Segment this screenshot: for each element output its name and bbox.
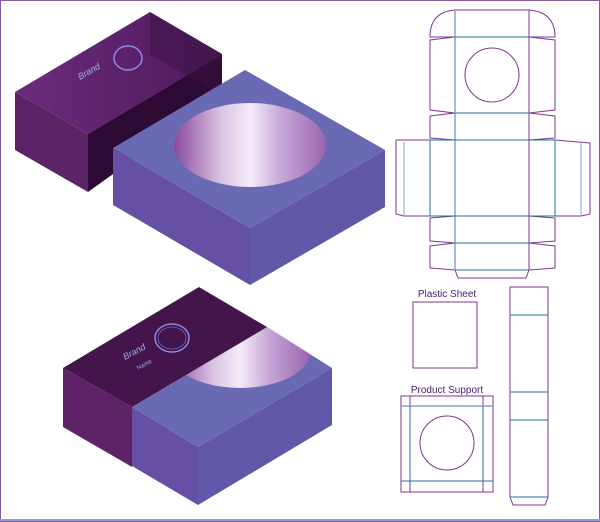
strip-dieline [509,286,549,506]
sleeve-box-3d: Brand Name [63,287,332,505]
plastic-sheet-label: Plastic Sheet [418,289,477,300]
product-support-dieline [400,395,494,493]
plastic-sheet-outline [412,301,478,369]
product-support-label: Product Support [411,385,483,396]
window-cutout [174,103,326,187]
box-dieline [395,9,591,279]
tray-box-3d [113,70,385,285]
